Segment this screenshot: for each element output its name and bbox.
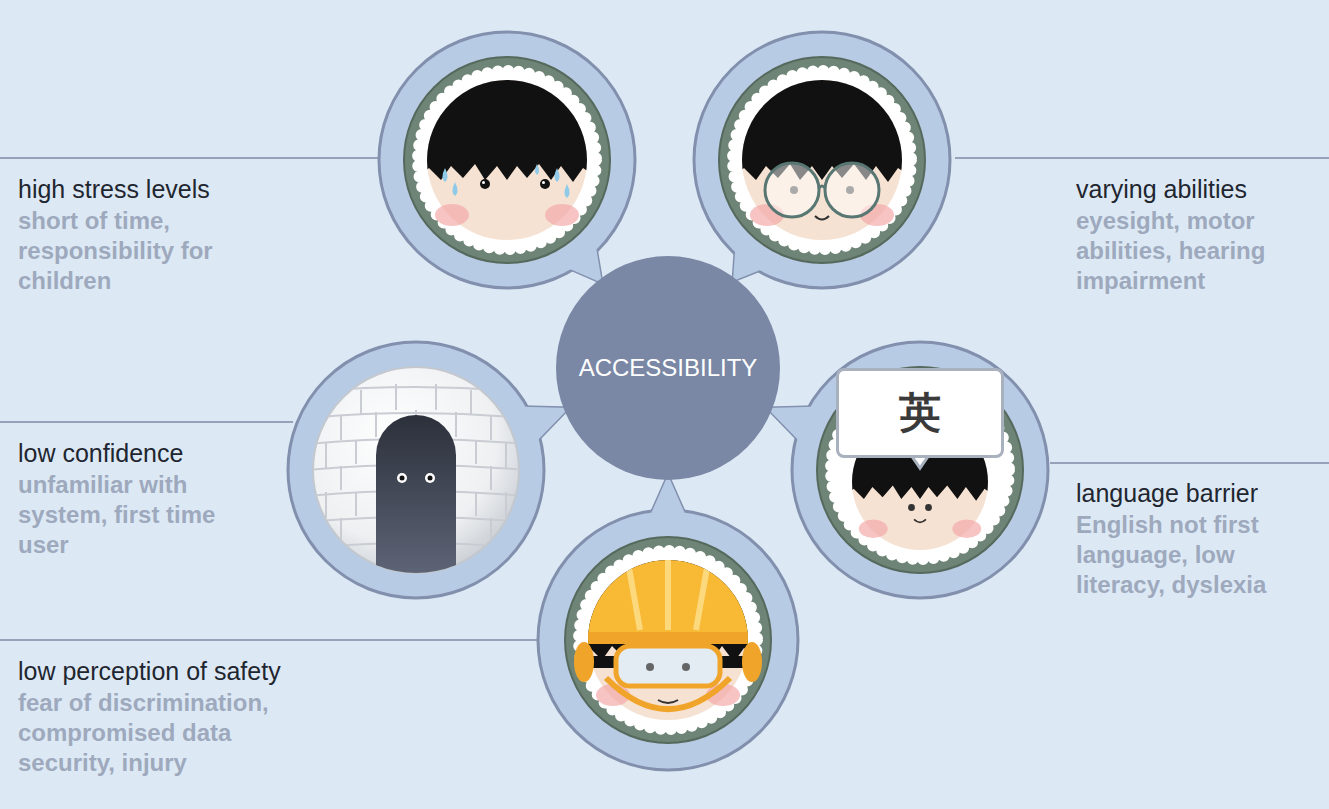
barrier-heading: low perception of safety — [18, 656, 438, 686]
barrier-heading: high stress levels — [18, 174, 398, 204]
bubble-circle — [288, 342, 544, 598]
face-frame — [817, 367, 1023, 573]
sweat-drop — [453, 182, 458, 196]
eye — [682, 663, 690, 671]
block-row — [306, 387, 526, 392]
barrier-heading: varying abilities — [1076, 174, 1326, 204]
leader-lines — [0, 158, 1329, 640]
igloo-door — [376, 415, 456, 580]
chin-strap — [606, 678, 730, 709]
glasses-bridge — [819, 186, 825, 188]
smile — [914, 519, 926, 522]
face-frame — [404, 57, 610, 263]
node-text: ACCESSIBILITY — [579, 354, 758, 382]
speech-bubbles — [288, 32, 1048, 770]
pupil — [428, 476, 433, 481]
helmet-brim — [578, 632, 758, 644]
igloo — [306, 367, 526, 580]
eye — [646, 663, 654, 671]
eye — [397, 473, 407, 483]
sweat-drop — [565, 184, 570, 198]
bubble-pointer — [514, 407, 569, 448]
leader-line — [0, 421, 293, 423]
ear-muff — [574, 642, 594, 682]
eye — [908, 504, 915, 511]
circle-shape — [556, 256, 780, 480]
language-face — [817, 367, 1023, 573]
pupil — [400, 476, 405, 481]
barrier-detail: English not first language, low literacy… — [1076, 510, 1326, 600]
face-frame — [719, 57, 925, 263]
sweat-drop — [443, 168, 448, 182]
leader-line — [0, 639, 537, 641]
smile — [815, 216, 829, 220]
helmet-ridge — [628, 555, 708, 630]
speech-box: 英 — [836, 368, 1004, 458]
bubble-circle — [694, 32, 950, 288]
barrier-heading: language barrier — [1076, 478, 1326, 508]
eye — [925, 504, 932, 511]
eye — [540, 179, 550, 189]
barrier-detail: eyesight, motor abilities, hearing impai… — [1076, 206, 1326, 296]
leader-line — [1050, 462, 1329, 464]
pointer-seams — [514, 238, 821, 526]
leader-line — [955, 157, 1329, 159]
goggles — [616, 646, 720, 686]
bubble-circle — [792, 342, 1048, 598]
glasses-lens — [765, 163, 819, 217]
leader-line — [0, 157, 385, 159]
smile — [658, 700, 678, 703]
bubble-circle — [538, 510, 798, 770]
eye-highlight — [482, 181, 485, 184]
sweat-drop — [535, 164, 539, 175]
glasses-face — [719, 57, 925, 263]
bubble-pointer — [646, 475, 690, 525]
helmet-shell — [578, 550, 758, 638]
sweat-drop — [555, 168, 560, 182]
barrier-detail: unfamiliar with system, first time user — [18, 470, 233, 560]
barrier-detail: fear of discrimination, compromised data… — [18, 688, 318, 778]
barrier-detail: short of time, responsibility for childr… — [18, 206, 233, 296]
ear-muff — [742, 642, 762, 682]
bubble-circle — [379, 32, 635, 288]
bubble-pointer — [646, 475, 690, 525]
face-frame — [565, 537, 771, 743]
face-head — [732, 70, 912, 240]
helmet-face — [565, 537, 771, 743]
eye — [480, 179, 490, 189]
face-head — [578, 550, 758, 720]
center-circle: ACCESSIBILITY — [555, 255, 781, 481]
glasses-lens — [825, 163, 879, 217]
stressed-face — [404, 57, 610, 263]
node-text: 英 — [899, 385, 941, 441]
face-head — [417, 70, 597, 240]
barrier-heading: low confidence — [18, 438, 308, 468]
eye — [425, 473, 435, 483]
eye-highlight — [542, 181, 545, 184]
bubble-pointer — [767, 407, 822, 448]
